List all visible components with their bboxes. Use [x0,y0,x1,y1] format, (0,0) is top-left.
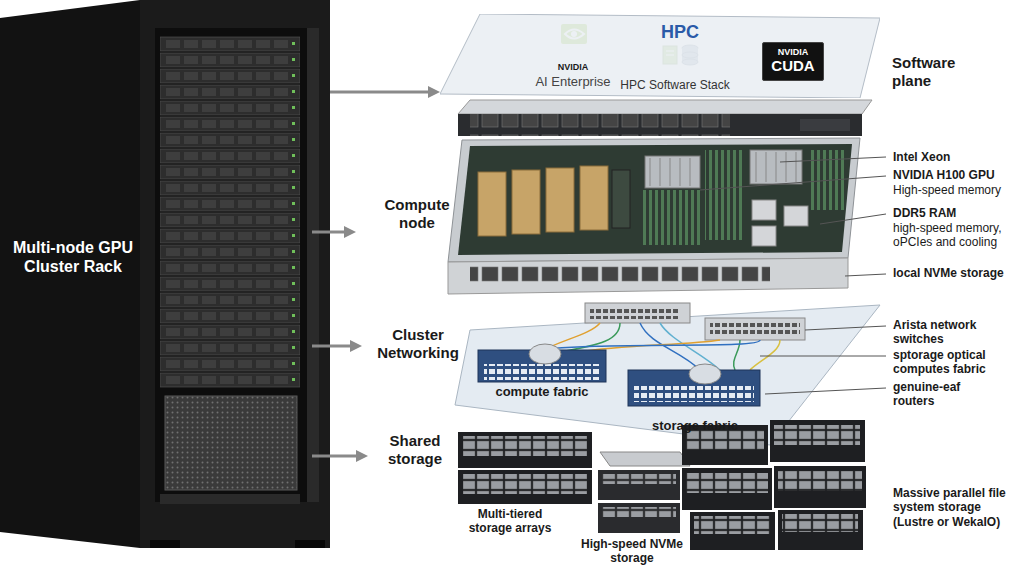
callout-label: genuine-eaf routers [893,380,983,409]
rack-illustration [0,0,330,548]
part-label: Multi-tiered storage arrays [458,507,562,536]
callout-label: sptorage optical computes fabric [893,348,1003,377]
arrow-head [428,86,440,98]
section-label: Compute node [368,196,466,232]
section-arrows [312,226,368,462]
callout-leaders [700,157,886,394]
rack-cabinet: Multi-node GPU Cluster Rack [0,0,330,548]
cuda-badge: NVIDIACUDA [762,42,824,81]
fabric-label: storage fabric [640,418,750,434]
panel-shape [440,14,880,98]
callout-label: High-speed memory [893,183,1018,197]
logo-text: CUDA [763,58,823,75]
server-1u [458,100,872,136]
section-label: Shared storage [372,432,458,468]
callout-label: NVIDIA H100 GPU [893,168,1018,182]
section-label: Cluster Networking [366,326,470,362]
rack-title: Multi-node GPU Cluster Rack [6,238,140,276]
logo-text: NVIDIA [763,48,823,58]
software-plane-panel: NVIDIAAI EnterpriseHPCHPC Software Stack… [440,14,880,98]
callout-label: high-speed memory, oPCIes and cooling [893,221,1021,250]
logo-text: HPC [645,22,715,44]
storage-illustration [458,420,866,550]
logo-text: HPC Software Stack [600,78,750,92]
logo-text: AI Enterprise [510,74,636,90]
callout-label: Massive parallel file system storage (Lu… [893,486,1018,529]
fabric-label: compute fabric [487,384,597,400]
logo-text: NVIDIA [528,62,618,73]
part-label: High-speed NVMe storage [580,537,684,566]
callout-label: local NVMe storage [893,266,1018,280]
callout-label: Arista network switches [893,318,1003,347]
callout-label: DDR5 RAM [893,206,1018,220]
connector-arrow [330,86,440,98]
connector-line [330,91,428,94]
layer-label: Software plane [892,54,987,90]
callout-label: Intel Xeon [893,150,1018,164]
